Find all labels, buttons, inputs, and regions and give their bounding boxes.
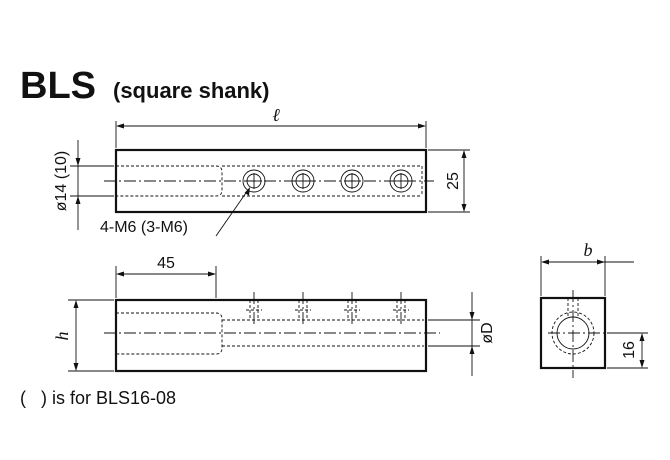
end-width-dimension: b [540, 240, 634, 296]
top-view: ℓ ø14 (10) 25 4-M6 (3-M6) [53, 105, 470, 237]
bore-dia-dimension: øD [428, 292, 496, 376]
thread-callout: 4-M6 (3-M6) [100, 187, 250, 237]
width-dimension: 25 [428, 149, 470, 213]
thread-hole [389, 169, 413, 193]
bore-dia-label: øD [479, 322, 496, 343]
bore-depth-dimension: 45 [115, 255, 217, 298]
length-label: ℓ [272, 105, 280, 125]
thread-hole [291, 169, 315, 193]
thread-hole [340, 169, 364, 193]
top-hidden-bore [116, 165, 223, 197]
hidden-tap-hole [295, 292, 311, 324]
width-label: 25 [445, 172, 462, 190]
bore-depth-label: 45 [157, 255, 175, 272]
shank-dia-dimension: ø14 (10) [53, 140, 114, 230]
thread-hole [242, 169, 266, 193]
footnote: ( ) is for BLS16-08 [20, 388, 176, 408]
thread-label: 4-M6 (3-M6) [100, 219, 188, 236]
length-dimension: ℓ [115, 105, 427, 148]
end-height-dimension: 16 [607, 332, 648, 369]
height-dimension: h [52, 299, 114, 372]
front-view: 45 h øD [52, 255, 496, 376]
hidden-tap-hole [393, 292, 409, 324]
height-label: h [52, 332, 72, 341]
end-height-label: 16 [621, 341, 638, 359]
end-width-label: b [584, 240, 593, 260]
hidden-tap-hole [246, 292, 262, 324]
title-variant: (square shank) [113, 78, 270, 103]
hidden-tap-hole [344, 292, 360, 324]
end-view: b 16 [539, 240, 648, 378]
front-view-body [114, 298, 428, 373]
front-hidden-bore [116, 312, 223, 355]
shank-dia-label: ø14 (10) [53, 151, 70, 211]
title-model: BLS [20, 65, 96, 107]
